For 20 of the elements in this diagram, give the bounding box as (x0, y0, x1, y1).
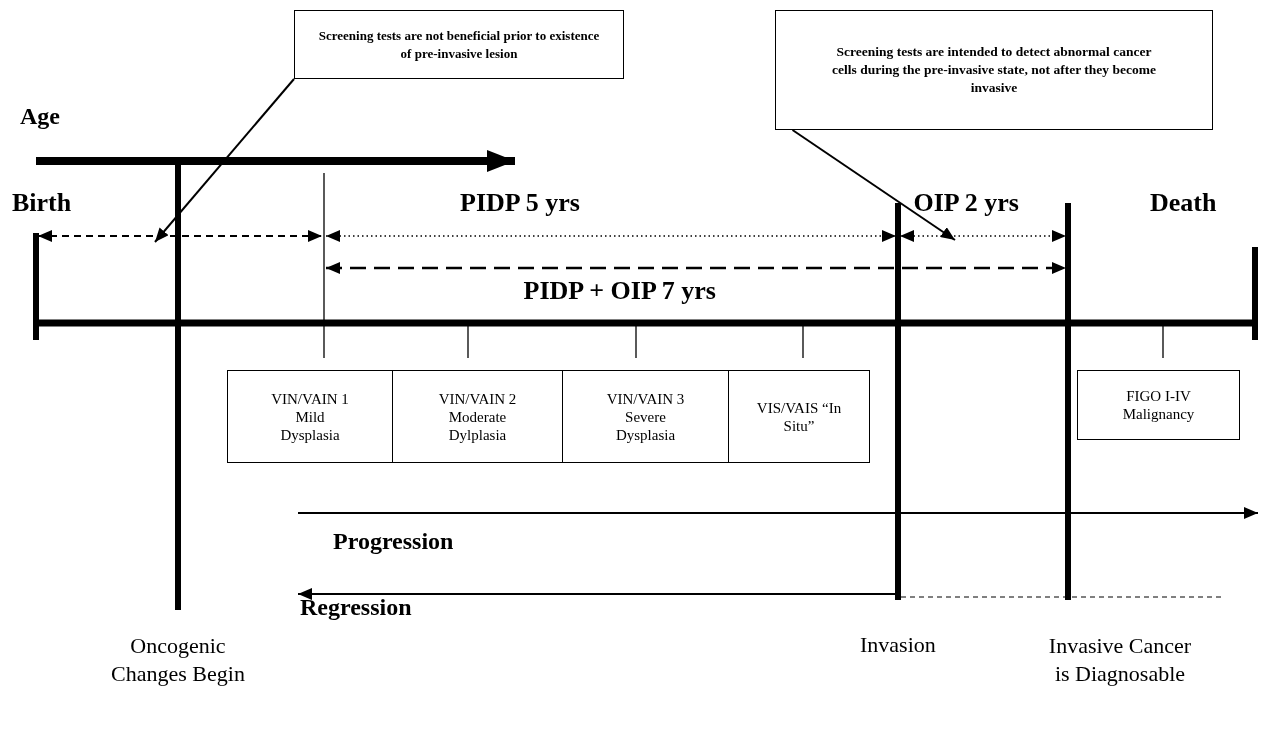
callout-box: Screening tests are not beneficial prior to existence of pre-invasive lesion (294, 10, 624, 79)
period-label: OIP 2 yrs (913, 188, 1019, 218)
stage-box: FIGO I-IV Malignancy (1077, 370, 1240, 440)
event-label: Oncogenic Changes Begin (110, 632, 246, 687)
period-label: PIDP + OIP 7 yrs (523, 276, 716, 306)
period-label: PIDP 5 yrs (460, 188, 580, 218)
leader-line (154, 78, 295, 243)
axis-label: Age (20, 103, 60, 131)
direction-label: Regression (300, 594, 412, 622)
leader-line (791, 129, 956, 241)
stage-box: VIS/VAIS “In Situ” (728, 370, 870, 463)
event-label: Invasion (860, 632, 936, 658)
endpoint-label: Birth (12, 188, 72, 218)
stage-box: VIN/VAIN 3 Severe Dysplasia (562, 370, 729, 463)
event-label: Invasive Cancer is Diagnosable (1047, 632, 1193, 687)
endpoint-label: Death (1150, 188, 1217, 218)
direction-label: Progression (333, 528, 454, 556)
stage-box: VIN/VAIN 2 Moderate Dylplasia (392, 370, 563, 463)
callout-box: Screening tests are intended to detect abnormal cancer cells during the pre-invasive state, not after they become invasive (775, 10, 1213, 130)
stage-box: VIN/VAIN 1 Mild Dysplasia (227, 370, 393, 463)
